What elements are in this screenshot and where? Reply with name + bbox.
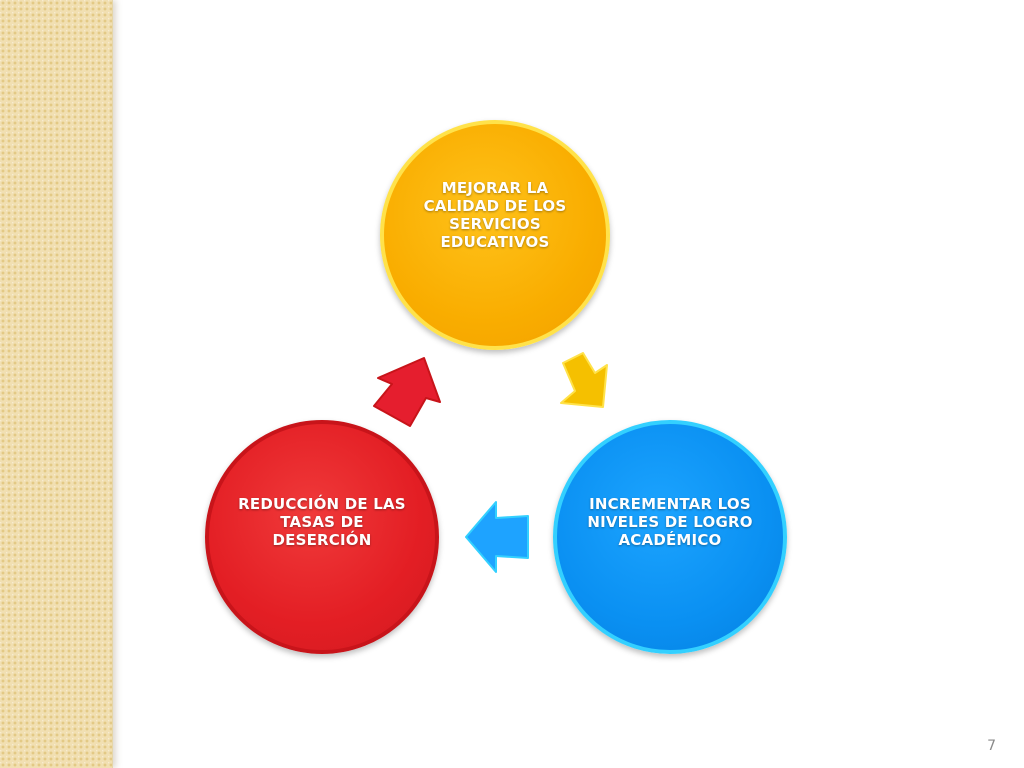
decorative-side-strip (0, 0, 113, 768)
node-reduccion-desercion-label: REDUCCIÓN DE LAS TASAS DE DESERCIÓN (238, 495, 406, 549)
page-number: 7 (987, 738, 996, 754)
node-incrementar-logro-label: INCREMENTAR LOS NIVELES DE LOGRO ACADÉMI… (587, 495, 753, 549)
arrow-top-to-right (560, 352, 608, 408)
node-reduccion-desercion: REDUCCIÓN DE LAS TASAS DE DESERCIÓN (205, 420, 439, 654)
node-incrementar-logro: INCREMENTAR LOS NIVELES DE LOGRO ACADÉMI… (553, 420, 787, 654)
arrow-left-to-top (373, 357, 441, 427)
node-mejorar-calidad: MEJORAR LA CALIDAD DE LOS SERVICIOS EDUC… (380, 120, 610, 350)
arrow-right-to-left (465, 501, 529, 573)
node-mejorar-calidad-label: MEJORAR LA CALIDAD DE LOS SERVICIOS EDUC… (423, 179, 567, 251)
